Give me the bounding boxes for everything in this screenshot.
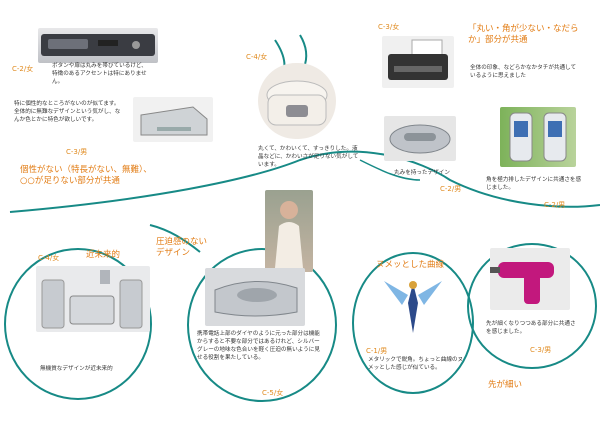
printer1-photo	[133, 97, 213, 142]
stereo-photo	[36, 266, 150, 332]
stereo-circle	[4, 248, 152, 400]
vcr-label: C-2/女	[12, 65, 34, 73]
left-lower-curve	[149, 224, 201, 253]
vcr-note: ボタンや扉は丸みを帯びているけど、特徴のあるアクセントは特にありません。	[52, 63, 147, 85]
drill-title: 先が細い	[488, 380, 523, 390]
drill-icon	[490, 262, 554, 304]
laser-note: 携帯電話上部のダイヤのように元った部分は機能からすると不要な部分ではあるけれど、…	[197, 331, 320, 361]
printer2-photo	[382, 36, 454, 88]
ricecooker-label: C-4/女	[246, 53, 268, 61]
figure-note: メタリックで鋭角。ちょっと曲線のヌメッとした感じが似ている。	[368, 357, 464, 371]
stereo-label: C-4/女	[38, 254, 60, 262]
laser-photo	[205, 268, 305, 326]
printer1-note: 特に個性的なところがないのが似てます。全体的に無難なデザインという気がし、なんか…	[14, 101, 121, 123]
laser-printer-icon	[214, 281, 298, 317]
scanner-note: 丸みを持ったデザイン	[394, 170, 450, 176]
laser-circle	[187, 248, 337, 402]
ricecooker-note: 丸くて、かわいくて、すっきりした。液晶などに、かわいさが足りない気がしています。	[258, 146, 359, 168]
scanner-label: C-2/男	[440, 185, 462, 193]
stereo-title: 近未来的	[86, 250, 121, 260]
figure-photo	[378, 273, 448, 343]
stereo-icon	[41, 270, 143, 329]
vcr-icon	[41, 34, 155, 56]
stereo-note: 無機質なデザインが近未来的	[40, 366, 113, 372]
phone-label: C-2/男	[544, 201, 566, 209]
vcr-photo	[38, 28, 158, 63]
printer-icon	[140, 106, 208, 136]
person-icon	[275, 201, 303, 268]
printer1-label: C-3/男	[66, 148, 88, 156]
rice-cooker-icon	[266, 80, 328, 126]
laser-label: C-5/女	[262, 389, 284, 397]
no-personality-title: 個性がない（特長がない、無難）、 ○○が足りない部分が共通	[20, 165, 152, 186]
scanner-photo	[384, 116, 456, 161]
figure-label: C-1/男	[366, 347, 388, 355]
phone-note: 角を極力排したデザインに共通さを感じました。	[486, 177, 582, 191]
drill-label: C-3/男	[530, 346, 552, 354]
laser-title: 圧迫感のない デザイン	[156, 237, 208, 258]
drill-photo	[490, 248, 570, 310]
figure-icon	[384, 281, 442, 333]
drill-circle	[467, 243, 597, 369]
drill-note: 先が細くなりつつある部分に共通さを感じました。	[486, 321, 576, 335]
phone-icon	[509, 112, 567, 162]
person-photo	[265, 190, 313, 272]
scanner-icon	[389, 124, 451, 154]
printer2-label: C-3/女	[378, 23, 400, 31]
divider-curve	[9, 150, 600, 213]
printer2-note: 全体の印象、などらかなかタチが共通しているように思えました	[470, 65, 577, 79]
ricecooker-photo	[258, 63, 336, 139]
phone-photo	[500, 107, 576, 167]
printer-icon	[388, 39, 448, 80]
printer2-title: 「丸い・角が少ない・なだらか」部分が共通	[468, 24, 579, 45]
figure-circle	[352, 252, 474, 394]
right-upper-curve	[359, 159, 421, 181]
figure-title: ヌメッとした曲線	[376, 260, 445, 270]
